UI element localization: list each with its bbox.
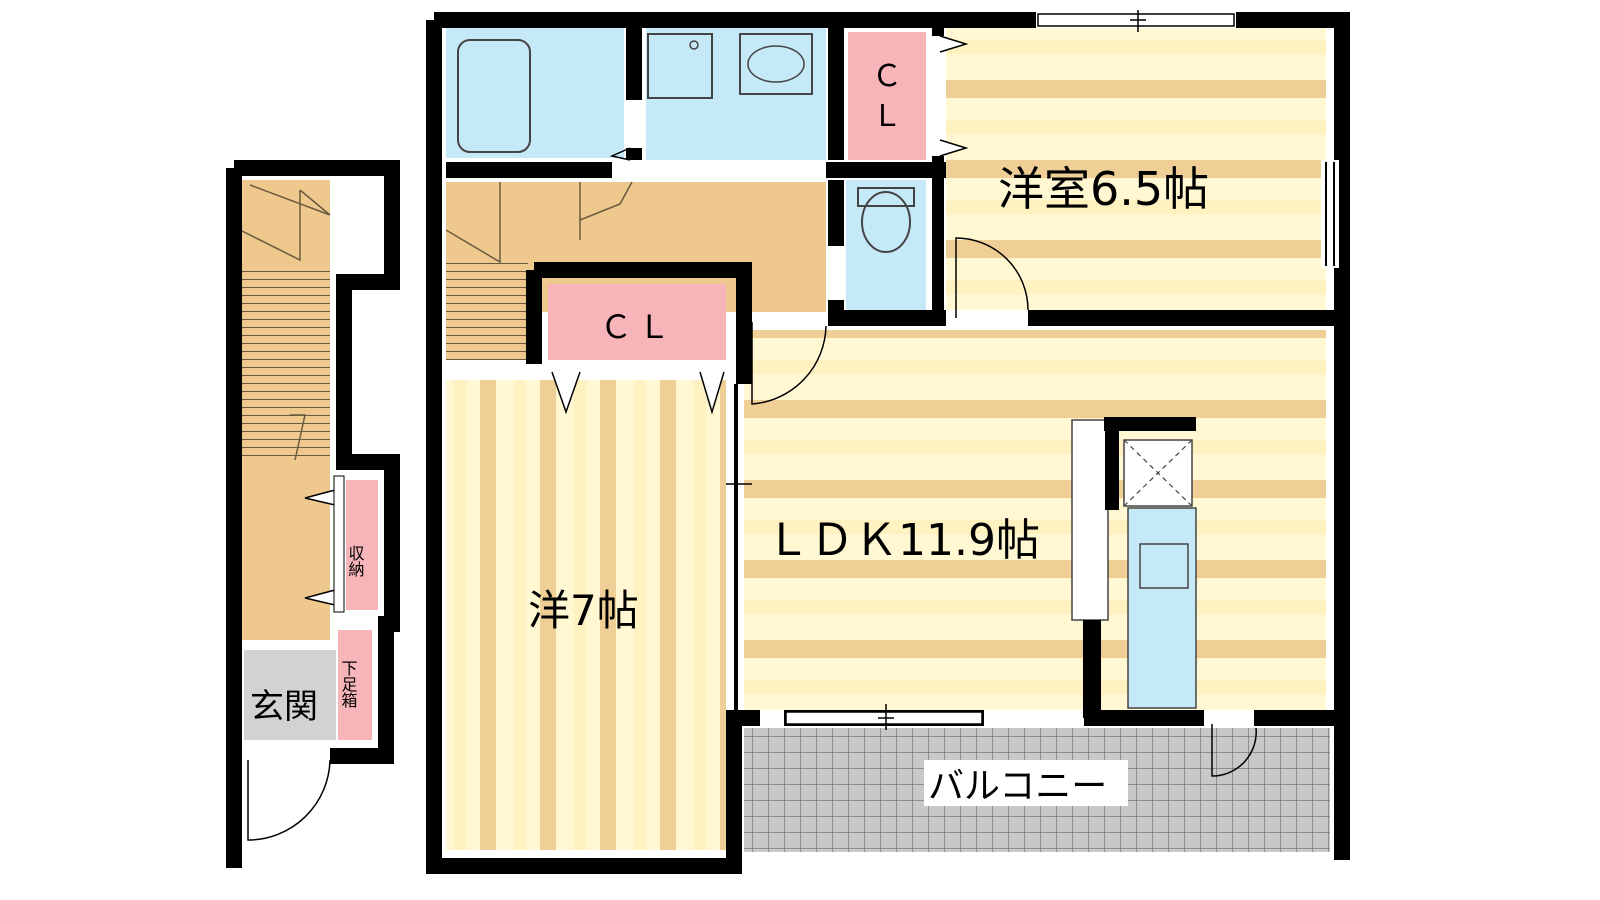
ldk-label: ＬＤＫ11.9帖 (766, 515, 1040, 566)
bathtub-icon (457, 39, 531, 153)
storage-small-label: 収納 (346, 545, 365, 578)
western-room-1-label: 洋室6.5帖 (998, 162, 1209, 216)
closet-mid (548, 284, 726, 360)
shoe-box (338, 630, 372, 740)
kitchen-sink-counter (1127, 507, 1197, 709)
entrance-floor (244, 650, 336, 740)
western-room-2 (446, 380, 726, 850)
western-room-2-label: 洋7帖 (528, 586, 639, 635)
toilet-tank-icon (857, 187, 915, 207)
openings (551, 10, 1257, 777)
main-block: Ｃ Ｌ 洋室6.5帖 ＣＬ 洋7帖 ＬＤＫ11.9帖 バルコニー (445, 28, 1330, 852)
ldk (744, 330, 1326, 710)
stair-steps-left (240, 270, 330, 460)
kitchen-counter (1071, 419, 1109, 621)
kitchen-sink-icon (1139, 543, 1189, 589)
entrance-label: 玄関 (250, 687, 318, 727)
closet-top (848, 32, 926, 160)
toilet-bowl-icon (861, 191, 911, 253)
closet-top-label-1: Ｃ (872, 59, 902, 94)
left-section: 玄関 収納 下足箱 (226, 160, 400, 868)
bathroom (446, 28, 624, 158)
storage-small (346, 480, 378, 610)
balcony-label: バルコニー (928, 766, 1107, 807)
closet-top-label-2: Ｌ (872, 99, 902, 134)
toilet-room (846, 180, 926, 310)
western-room-1 (946, 28, 1326, 310)
washer-icon (647, 33, 713, 99)
walls (426, 12, 1350, 874)
closet-mid-label: ＣＬ (600, 308, 676, 346)
shoe-box-label: 下足箱 (339, 660, 358, 708)
sink-icon (739, 33, 813, 95)
balcony-label-bg (924, 760, 1128, 806)
stair-steps-right (446, 262, 528, 360)
